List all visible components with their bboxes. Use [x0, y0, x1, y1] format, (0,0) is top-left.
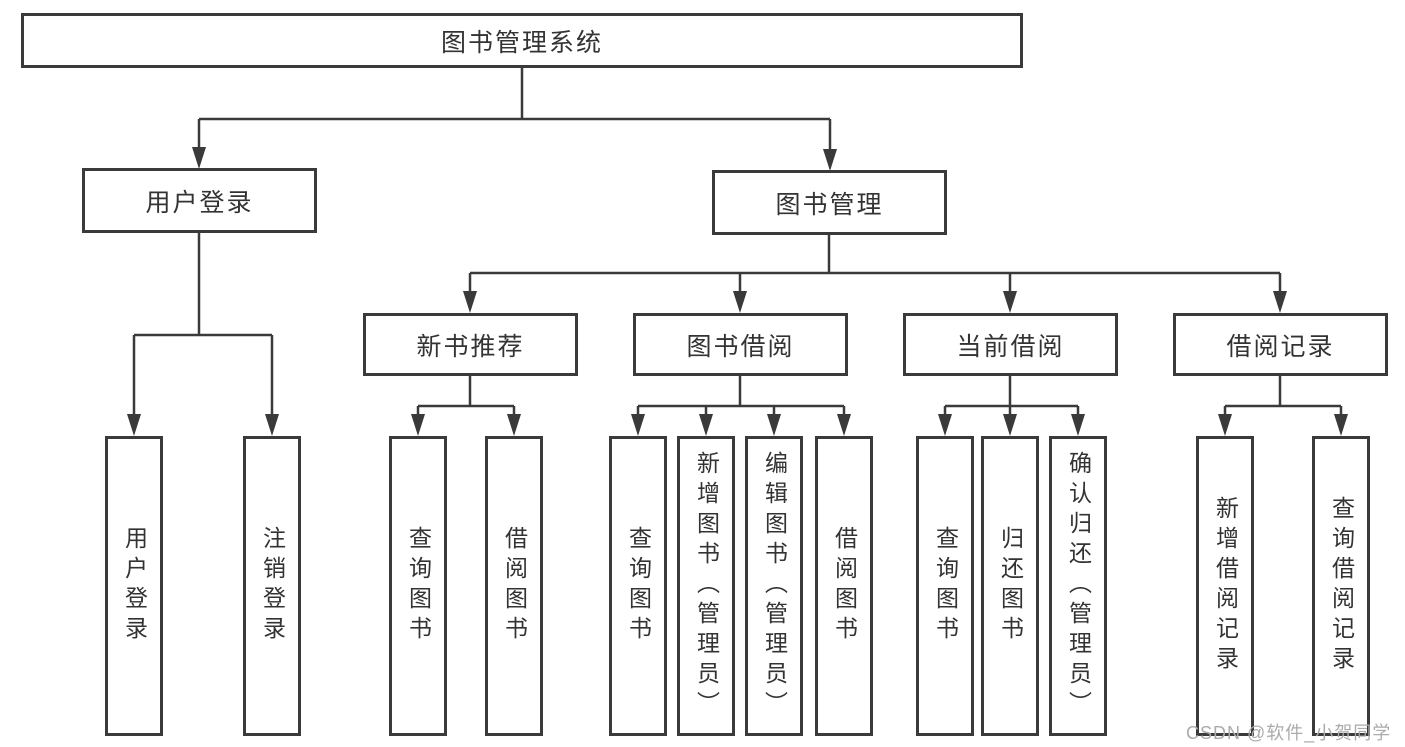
- leaf-logout: 注销登录: [243, 436, 301, 736]
- leaf-query-borrow-record: 查询借阅记录: [1312, 436, 1370, 736]
- leaf-edit-books-admin: 编辑图书（管理员）: [745, 436, 803, 736]
- connector-path: [132, 68, 1343, 417]
- node-new-book-recommendation: 新书推荐: [363, 313, 578, 376]
- leaf-return-books: 归还图书: [981, 436, 1039, 736]
- leaf-user-login: 用户登录: [105, 436, 163, 736]
- leaf-query-books-recommend: 查询图书: [389, 436, 447, 736]
- node-user-login: 用户登录: [82, 168, 317, 233]
- leaf-confirm-return-admin: 确认归还（管理员）: [1049, 436, 1107, 736]
- leaf-borrow-books: 借阅图书: [815, 436, 873, 736]
- leaf-add-borrow-record: 新增借阅记录: [1196, 436, 1254, 736]
- arrowheads: [127, 147, 1348, 436]
- node-borrowing-records: 借阅记录: [1173, 313, 1388, 376]
- node-book-management: 图书管理: [712, 170, 947, 235]
- node-book-borrowing: 图书借阅: [633, 313, 848, 376]
- leaf-add-books-admin: 新增图书（管理员）: [677, 436, 735, 736]
- watermark: CSDN @软件_小贺同学: [1186, 723, 1392, 743]
- leaf-query-books-borrowing: 查询图书: [609, 436, 667, 736]
- leaf-query-books-current: 查询图书: [916, 436, 974, 736]
- node-library-management-system: 图书管理系统: [21, 13, 1023, 68]
- leaf-borrow-books-recommend: 借阅图书: [485, 436, 543, 736]
- node-current-borrowing: 当前借阅: [903, 313, 1118, 376]
